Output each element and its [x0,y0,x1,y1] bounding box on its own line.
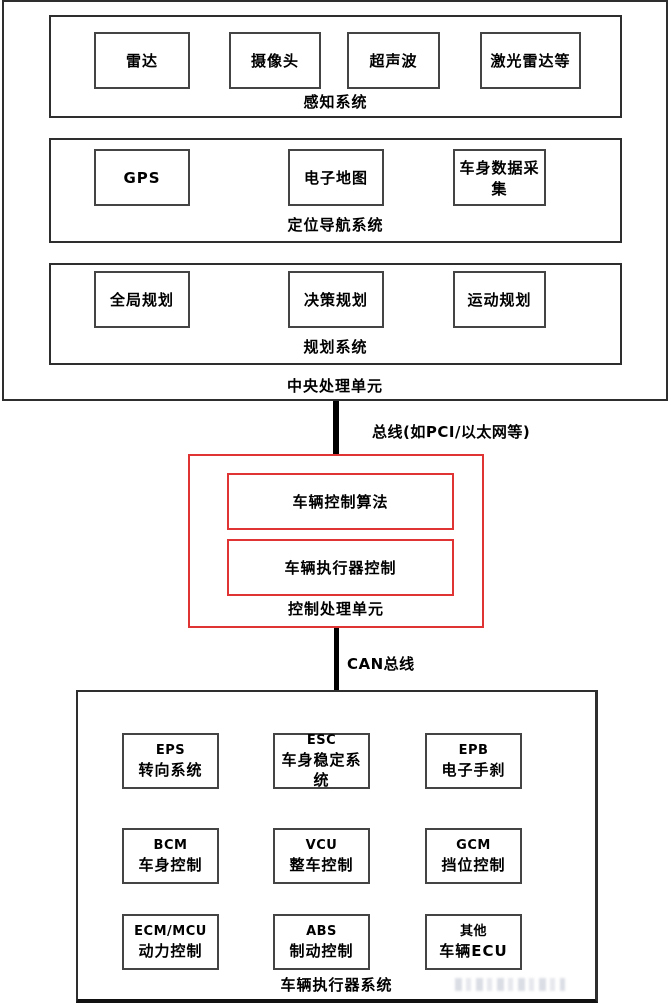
abs-node: ABS 制动控制 [273,914,370,970]
bus-connector-line-1 [333,401,339,454]
other-ecu-desc: 车辆ECU [439,942,508,960]
eps-desc: 转向系统 [138,761,203,779]
decision-planning-node: 决策规划 [288,271,384,328]
control-processing-unit-label: 控制处理单元 [287,600,384,618]
epb-node: EPB 电子手刹 [425,733,522,789]
lidar-node: 激光雷达等 [480,32,581,89]
global-planning-node: 全局规划 [94,271,190,328]
abs-code: ABS [306,924,337,939]
other-ecu-code: 其他 [459,924,487,939]
ecm-mcu-node: ECM/MCU 动力控制 [122,914,219,970]
epb-code: EPB [458,743,489,758]
bcm-desc: 车身控制 [138,856,203,874]
vcu-code: VCU [305,838,338,853]
epb-desc: 电子手刹 [441,761,506,779]
radar-node: 雷达 [94,32,190,89]
gcm-desc: 挡位控制 [441,856,506,874]
motion-planning-node: 运动规划 [453,271,546,328]
eps-code: EPS [155,743,186,758]
esc-desc: 车身稳定系统 [281,751,362,789]
bcm-code: BCM [153,838,188,853]
esc-node: ESC 车身稳定系统 [273,733,370,789]
central-processing-unit-box: 雷达 摄像头 超声波 激光雷达等 感知系统 GPS 电子地图 车身数据采集 定位… [2,0,668,401]
planning-system-box: 全局规划 决策规划 运动规划 规划系统 [49,263,622,365]
can-bus-label: CAN总线 [347,655,415,673]
control-processing-unit-box: 车辆控制算法 车辆执行器控制 控制处理单元 [188,454,484,628]
navigation-system-label: 定位导航系统 [287,216,384,234]
vehicle-data-collection-node: 车身数据采集 [453,149,546,206]
electronic-map-node: 电子地图 [288,149,384,206]
ecm-mcu-desc: 动力控制 [138,942,203,960]
perception-system-box: 雷达 摄像头 超声波 激光雷达等 感知系统 [49,15,622,118]
central-processing-unit-label: 中央处理单元 [286,377,383,395]
gps-node: GPS [94,149,190,206]
watermark [455,978,565,991]
vcu-node: VCU 整车控制 [273,828,370,884]
vcu-desc: 整车控制 [289,856,354,874]
camera-node: 摄像头 [229,32,321,89]
eps-node: EPS 转向系统 [122,733,219,789]
abs-desc: 制动控制 [289,942,354,960]
vehicle-actuator-system-box: EPS 转向系统 ESC 车身稳定系统 EPB 电子手刹 BCM 车身控制 VC… [76,690,598,1003]
bus1-label: 总线(如PCI/以太网等) [372,423,531,441]
vehicle-control-algorithm-node: 车辆控制算法 [227,473,454,530]
planning-system-label: 规划系统 [303,338,368,356]
esc-code: ESC [306,733,337,748]
navigation-system-box: GPS 电子地图 车身数据采集 定位导航系统 [49,138,622,243]
gcm-code: GCM [456,838,491,853]
bus-connector-line-2 [334,628,339,690]
other-ecu-node: 其他 车辆ECU [425,914,522,970]
gcm-node: GCM 挡位控制 [425,828,522,884]
vehicle-actuator-system-label: 车辆执行器系统 [280,976,393,994]
bcm-node: BCM 车身控制 [122,828,219,884]
ultrasonic-node: 超声波 [347,32,440,89]
vehicle-actuator-control-node: 车辆执行器控制 [227,539,454,596]
ecm-mcu-code: ECM/MCU [134,924,207,939]
perception-system-label: 感知系统 [303,93,368,111]
